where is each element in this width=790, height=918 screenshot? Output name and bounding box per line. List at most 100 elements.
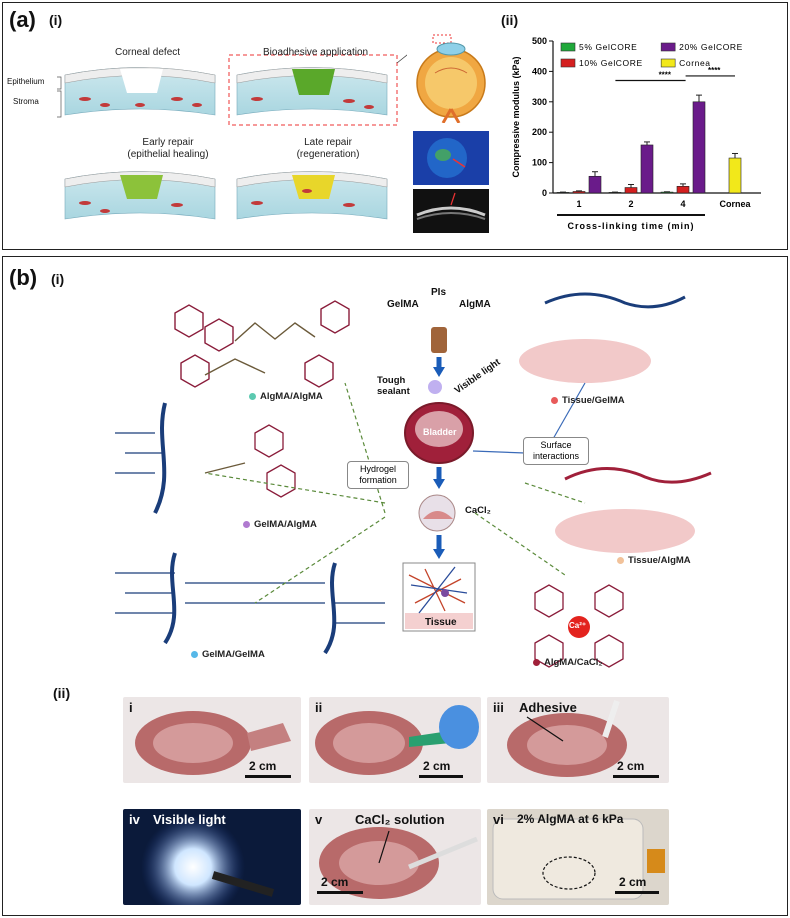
legend-label-1: 10% GelCORE — [579, 58, 643, 68]
photo-vi-caption: 2% AlgMA at 6 kPa — [517, 812, 624, 826]
photo-v: v CaCl₂ solution 2 cm — [309, 809, 481, 905]
photo-ii: ii 2 cm — [309, 697, 481, 783]
panel-a-label: (a) — [9, 7, 36, 32]
caption-text-tissue-algma: Tissue/AlgMA — [628, 555, 691, 566]
caption-text-tissue-gelma: Tissue/GelMA — [562, 395, 625, 406]
photo-vi-gel — [492, 818, 665, 900]
gelma-label: GelMA — [387, 299, 419, 310]
photo-vi-scale-bar — [615, 891, 659, 894]
legend-swatch-3 — [660, 58, 676, 68]
caption-gelma-gelma: GelMA/GelMA — [191, 649, 265, 660]
bar-20-gelcore-4 — [692, 101, 706, 194]
x-tick-label-0: 1 — [576, 199, 581, 209]
photo-iii-tissue — [507, 700, 627, 777]
bar-20-gelcore-2 — [640, 144, 654, 194]
schematic-early-repair — [64, 171, 216, 220]
schematic-title-4: Late repair (regeneration) — [296, 137, 360, 160]
center-process — [402, 327, 476, 632]
photo-vi-tag: vi — [493, 812, 504, 827]
photo-iv-tag: iv — [129, 812, 140, 827]
legend-swatch-2 — [660, 42, 676, 52]
bar-10-gelcore-4 — [676, 186, 690, 194]
significance-mark-2: **** — [708, 66, 721, 75]
caption-text-gelma-gelma: GelMA/GelMA — [202, 649, 265, 660]
calcium-ion — [568, 616, 590, 638]
photo-iii-scale: 2 cm — [617, 759, 645, 773]
schematic-late-repair — [236, 171, 388, 220]
algma-label: AlgMA — [459, 299, 491, 310]
gelma-algma-structure — [115, 402, 296, 514]
caption-tissue-gelma: Tissue/GelMA — [551, 395, 625, 406]
tissue-label: Tissue — [425, 617, 457, 628]
bar-cornea-cornea — [728, 157, 742, 194]
significance-mark-1: **** — [659, 71, 672, 80]
caption-text-algma-cacl2: AlgMA/CaCl₂ — [544, 657, 603, 668]
panel-a-sub-ii: (ii) — [501, 12, 519, 28]
caption-algma-algma: AlgMA/AlgMA — [249, 391, 323, 402]
y-tick-label-5: 500 — [532, 36, 547, 46]
caption-dot-tissue-gelma — [551, 396, 558, 404]
caption-gelma-algma: GelMA/AlgMA — [243, 519, 317, 530]
bladder-label: Bladder — [423, 427, 457, 437]
photo-iv-light — [141, 815, 275, 905]
y-tick-label-0: 0 — [542, 188, 547, 198]
photo-vi: vi 2% AlgMA at 6 kPa 2 cm — [487, 809, 669, 905]
layer-label-epithelium: Epithelium — [7, 77, 45, 86]
caption-dot-gelma-algma — [243, 520, 250, 528]
caption-dot-algma-algma — [249, 392, 256, 400]
photo-iii-tag: iii — [493, 700, 504, 715]
photo-v-caption: CaCl₂ solution — [355, 812, 445, 827]
y-tick-label-3: 300 — [532, 97, 547, 107]
schematic-corneal-defect — [64, 67, 216, 116]
photo-vi-scale: 2 cm — [619, 875, 647, 889]
photo-i-scale-bar — [245, 775, 291, 778]
panel-a: (a) (i) (ii) — [2, 2, 788, 250]
tissue-disc-algma — [555, 509, 695, 553]
caption-text-algma-algma: AlgMA/AlgMA — [260, 391, 323, 402]
photo-ii-tag: ii — [315, 700, 323, 715]
x-axis-label: Cross-linking time (min) — [567, 221, 694, 231]
hydrogel-formation-box: Hydrogel formation — [347, 461, 409, 489]
panel-a-sub-i: (i) — [49, 12, 63, 28]
layer-label-stroma: Stroma — [13, 97, 39, 106]
alg-cacl2-structure — [534, 584, 624, 668]
calcium-ion-label: Ca²⁺ — [569, 621, 587, 630]
legend-label-3: Cornea — [679, 58, 710, 68]
y-axis-label: Compressive modulus (kPa) — [511, 56, 521, 177]
photo-i-tissue — [135, 711, 291, 775]
caption-algma-cacl2: AlgMA/CaCl₂ — [533, 657, 603, 668]
y-tick-label-2: 200 — [532, 127, 547, 137]
schematic-title-3: Early repair (epithelial healing) — [127, 137, 209, 160]
photo-v-scale: 2 cm — [321, 875, 349, 889]
cacl2-label: CaCl₂ — [465, 505, 491, 516]
hydrogel-scheme — [115, 292, 712, 668]
caption-dot-gelma-gelma — [191, 650, 198, 658]
photo-iii-caption: Adhesive — [519, 700, 577, 715]
x-tick-label-3: Cornea — [719, 199, 751, 209]
caption-text-gelma-algma: GelMA/AlgMA — [254, 519, 317, 530]
tough-sealant-label: Tough sealant — [377, 375, 410, 397]
x-tick-label-1: 2 — [628, 199, 633, 209]
photo-ii-tissue — [315, 705, 479, 775]
y-tick-label-4: 400 — [532, 66, 547, 76]
surface-interactions-box: Surface interactions — [523, 437, 589, 465]
eye-illustration — [416, 34, 486, 123]
caption-tissue-algma: Tissue/AlgMA — [617, 555, 691, 566]
photo-iii-scale-bar — [613, 775, 659, 778]
bar-10-gelcore-1 — [572, 191, 586, 194]
caption-dot-tissue-algma — [617, 556, 624, 564]
photo-v-tissue — [319, 827, 478, 899]
photo-i-scale: 2 cm — [249, 759, 277, 773]
photo-i-tag: i — [129, 700, 133, 715]
bar-20-gelcore-1 — [588, 175, 602, 194]
photo-iv: iv Visible light — [123, 809, 301, 905]
photo-iii: iii Adhesive 2 cm — [487, 697, 669, 783]
schematic-title-2: Bioadhesive application — [263, 47, 369, 58]
panel-b-sub-ii: (ii) — [53, 685, 71, 701]
gelma-gelma-structure — [115, 552, 385, 655]
algma-algma-structure — [174, 300, 350, 388]
panel-b: (b) (i) (ii) — [2, 256, 788, 916]
photo-ii-scale: 2 cm — [423, 759, 451, 773]
panel-b-sub-i: (i) — [51, 271, 65, 287]
